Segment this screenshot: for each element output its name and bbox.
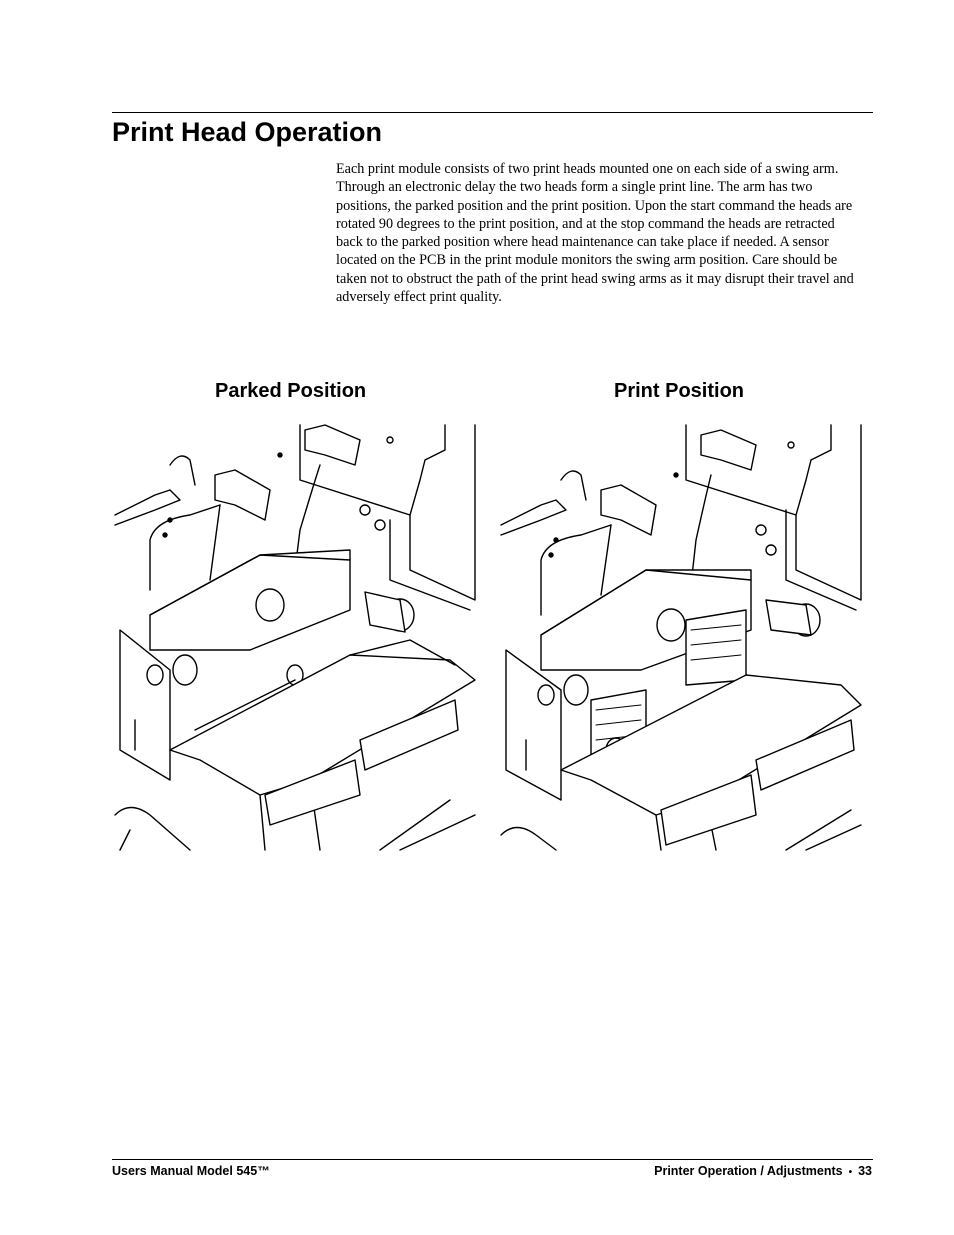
- body-paragraph: Each print module consists of two print …: [336, 161, 854, 306]
- footer-rule: [112, 1159, 873, 1160]
- footer-bullet: •: [848, 1167, 853, 1178]
- footer-section: Printer Operation / Adjustments • 33: [654, 1163, 872, 1181]
- footer-manual-title: Users Manual Model 545™: [112, 1164, 270, 1178]
- parked-position-drawing: [110, 420, 480, 853]
- page-title: Print Head Operation: [112, 117, 383, 147]
- footer-section-title: Printer Operation / Adjustments: [654, 1164, 843, 1178]
- page-number: 33: [858, 1164, 872, 1178]
- print-position-caption: Print Position: [614, 380, 744, 402]
- header-rule: [112, 112, 873, 113]
- parked-position-caption: Parked Position: [215, 380, 367, 402]
- print-position-drawing: [496, 420, 866, 853]
